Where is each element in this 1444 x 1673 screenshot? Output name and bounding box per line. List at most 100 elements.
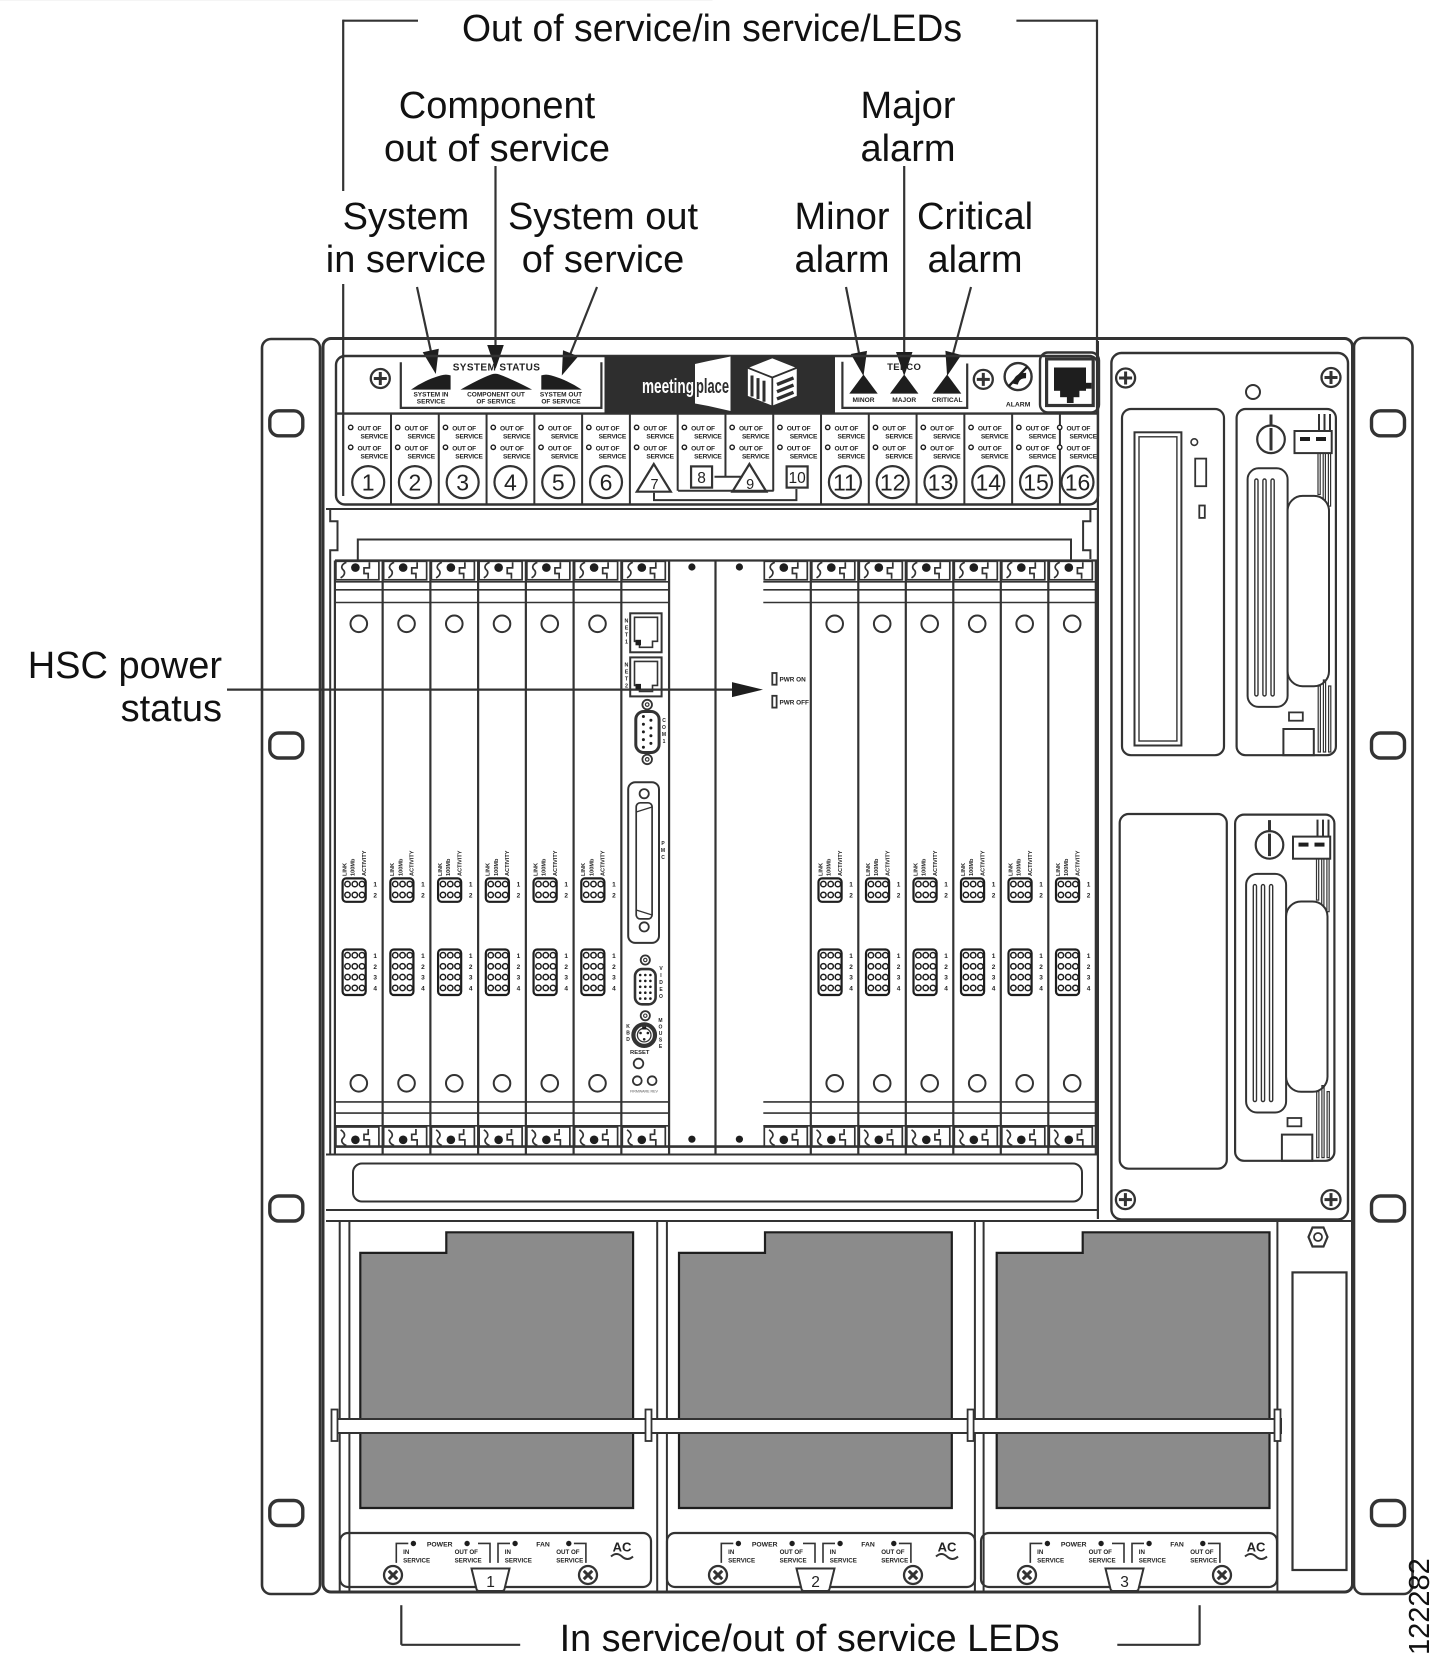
svg-text:SERVICE: SERVICE <box>1029 434 1057 441</box>
svg-text:O: O <box>662 725 666 731</box>
svg-text:RESET: RESET <box>630 1050 650 1056</box>
svg-text:I: I <box>660 973 662 979</box>
svg-text:1: 1 <box>612 953 616 960</box>
svg-text:1: 1 <box>944 882 948 889</box>
svg-text:LINK: LINK <box>486 863 492 876</box>
svg-text:OUT OF: OUT OF <box>548 445 572 452</box>
svg-text:OUT OF: OUT OF <box>455 1549 479 1556</box>
svg-text:1: 1 <box>625 639 628 645</box>
svg-text:ACTIVITY: ACTIVITY <box>838 850 844 876</box>
svg-text:FAN: FAN <box>861 1541 875 1548</box>
svg-text:2: 2 <box>811 1574 820 1591</box>
svg-text:ACTIVITY: ACTIVITY <box>410 850 416 876</box>
svg-text:SERVICE: SERVICE <box>1037 1557 1064 1564</box>
svg-text:alarm: alarm <box>860 128 955 170</box>
svg-text:14: 14 <box>975 469 1001 495</box>
svg-text:K: K <box>626 1024 630 1030</box>
svg-text:alarm: alarm <box>927 239 1022 281</box>
svg-text:FIRMWARE REV: FIRMWARE REV <box>630 1090 658 1094</box>
svg-text:SERVICE: SERVICE <box>1070 454 1098 461</box>
svg-text:15: 15 <box>1023 469 1049 495</box>
svg-text:Major: Major <box>860 85 955 127</box>
svg-text:1: 1 <box>612 882 616 889</box>
svg-text:2: 2 <box>1039 893 1043 900</box>
svg-text:SERVICE: SERVICE <box>933 454 961 461</box>
svg-text:OUT OF: OUT OF <box>1190 1549 1214 1556</box>
svg-text:1: 1 <box>362 469 375 495</box>
svg-text:OUT OF: OUT OF <box>1026 425 1050 432</box>
svg-text:4: 4 <box>504 469 517 495</box>
svg-text:SERVICE: SERVICE <box>455 1557 482 1564</box>
svg-text:LINK: LINK <box>961 863 967 876</box>
svg-text:4: 4 <box>421 986 425 993</box>
svg-text:4: 4 <box>897 986 901 993</box>
svg-text:LINK: LINK <box>390 863 396 876</box>
svg-text:1: 1 <box>992 882 996 889</box>
svg-text:C: C <box>662 718 666 724</box>
svg-text:M: M <box>661 848 665 854</box>
svg-text:12: 12 <box>880 469 906 495</box>
svg-text:SERVICE: SERVICE <box>417 398 446 405</box>
svg-text:SERVICE: SERVICE <box>646 434 674 441</box>
svg-text:B: B <box>626 1031 630 1037</box>
svg-text:1: 1 <box>486 1574 495 1591</box>
svg-text:2: 2 <box>612 893 616 900</box>
svg-text:SERVICE: SERVICE <box>838 454 866 461</box>
svg-text:OUT OF: OUT OF <box>930 425 954 432</box>
svg-text:9: 9 <box>746 477 754 493</box>
svg-text:status: status <box>121 688 222 730</box>
svg-text:8: 8 <box>697 470 706 487</box>
svg-text:U: U <box>659 1031 663 1037</box>
svg-text:2: 2 <box>517 893 521 900</box>
svg-text:4: 4 <box>1087 986 1091 993</box>
svg-text:1: 1 <box>1039 882 1043 889</box>
svg-text:2: 2 <box>612 964 616 971</box>
svg-text:LINK: LINK <box>581 863 587 876</box>
svg-text:2: 2 <box>469 893 473 900</box>
svg-text:IN: IN <box>1139 1549 1146 1556</box>
svg-text:OUT OF: OUT OF <box>643 425 667 432</box>
svg-text:E: E <box>659 987 663 993</box>
svg-text:place: place <box>696 376 729 398</box>
svg-text:2: 2 <box>408 469 421 495</box>
svg-text:HSC power: HSC power <box>28 645 223 687</box>
svg-text:IN: IN <box>830 1549 837 1556</box>
svg-text:3: 3 <box>612 975 616 982</box>
svg-text:LINK: LINK <box>1056 863 1062 876</box>
svg-text:E: E <box>625 625 629 631</box>
svg-text:1: 1 <box>663 739 666 745</box>
svg-text:OUT OF: OUT OF <box>358 445 382 452</box>
svg-text:3: 3 <box>897 975 901 982</box>
svg-text:SERVICE: SERVICE <box>742 454 770 461</box>
svg-text:100Mb: 100Mb <box>542 858 548 876</box>
svg-text:100Mb: 100Mb <box>446 858 452 876</box>
svg-text:1: 1 <box>469 882 473 889</box>
svg-text:13: 13 <box>928 469 954 495</box>
svg-text:SERVICE: SERVICE <box>503 434 531 441</box>
svg-text:AC: AC <box>1247 1540 1266 1555</box>
svg-text:SERVICE: SERVICE <box>1070 434 1098 441</box>
svg-text:2: 2 <box>421 893 425 900</box>
svg-text:ACTIVITY: ACTIVITY <box>933 850 939 876</box>
svg-text:2: 2 <box>469 964 473 971</box>
svg-text:1: 1 <box>421 953 425 960</box>
svg-text:SERVICE: SERVICE <box>1089 1557 1116 1564</box>
svg-text:SYSTEM STATUS: SYSTEM STATUS <box>453 363 541 374</box>
svg-text:OUT OF: OUT OF <box>739 425 763 432</box>
svg-text:LINK: LINK <box>533 863 539 876</box>
svg-text:System: System <box>343 196 470 238</box>
svg-text:ACTIVITY: ACTIVITY <box>362 850 368 876</box>
svg-text:3: 3 <box>1120 1574 1129 1591</box>
svg-text:FAN: FAN <box>536 1541 550 1548</box>
svg-text:ALARM: ALARM <box>1006 402 1031 409</box>
svg-text:ACTIVITY: ACTIVITY <box>457 850 463 876</box>
svg-text:ACTIVITY: ACTIVITY <box>885 850 891 876</box>
svg-text:LINK: LINK <box>913 863 919 876</box>
svg-text:T: T <box>625 632 629 638</box>
svg-text:meeting: meeting <box>642 376 694 398</box>
svg-text:ACTIVITY: ACTIVITY <box>1028 850 1034 876</box>
svg-text:2: 2 <box>897 964 901 971</box>
svg-text:1: 1 <box>421 882 425 889</box>
svg-text:Component: Component <box>399 85 596 127</box>
svg-text:OF SERVICE: OF SERVICE <box>541 398 581 405</box>
